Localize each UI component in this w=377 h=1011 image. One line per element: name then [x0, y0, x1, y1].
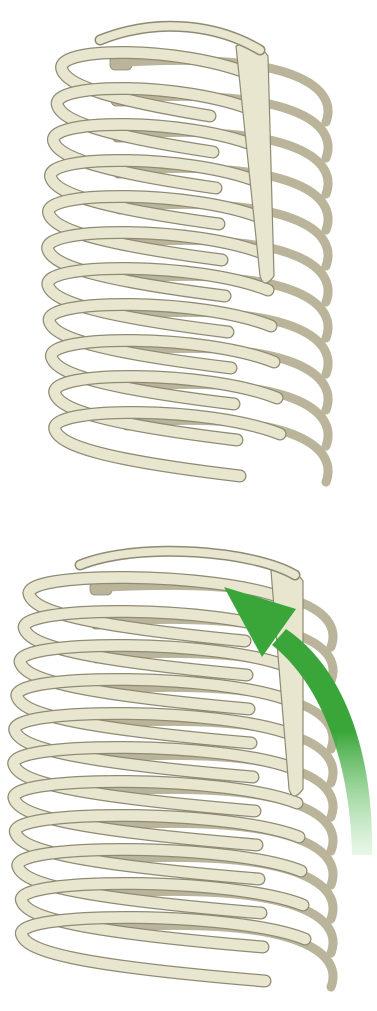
ribcage-illustration-top	[0, 0, 377, 495]
ribcage-illustration-bottom	[0, 505, 377, 1011]
ribcage-group	[48, 26, 328, 482]
ribcage-panel-top	[0, 0, 377, 495]
ribcage-panel-bottom	[0, 505, 377, 1011]
